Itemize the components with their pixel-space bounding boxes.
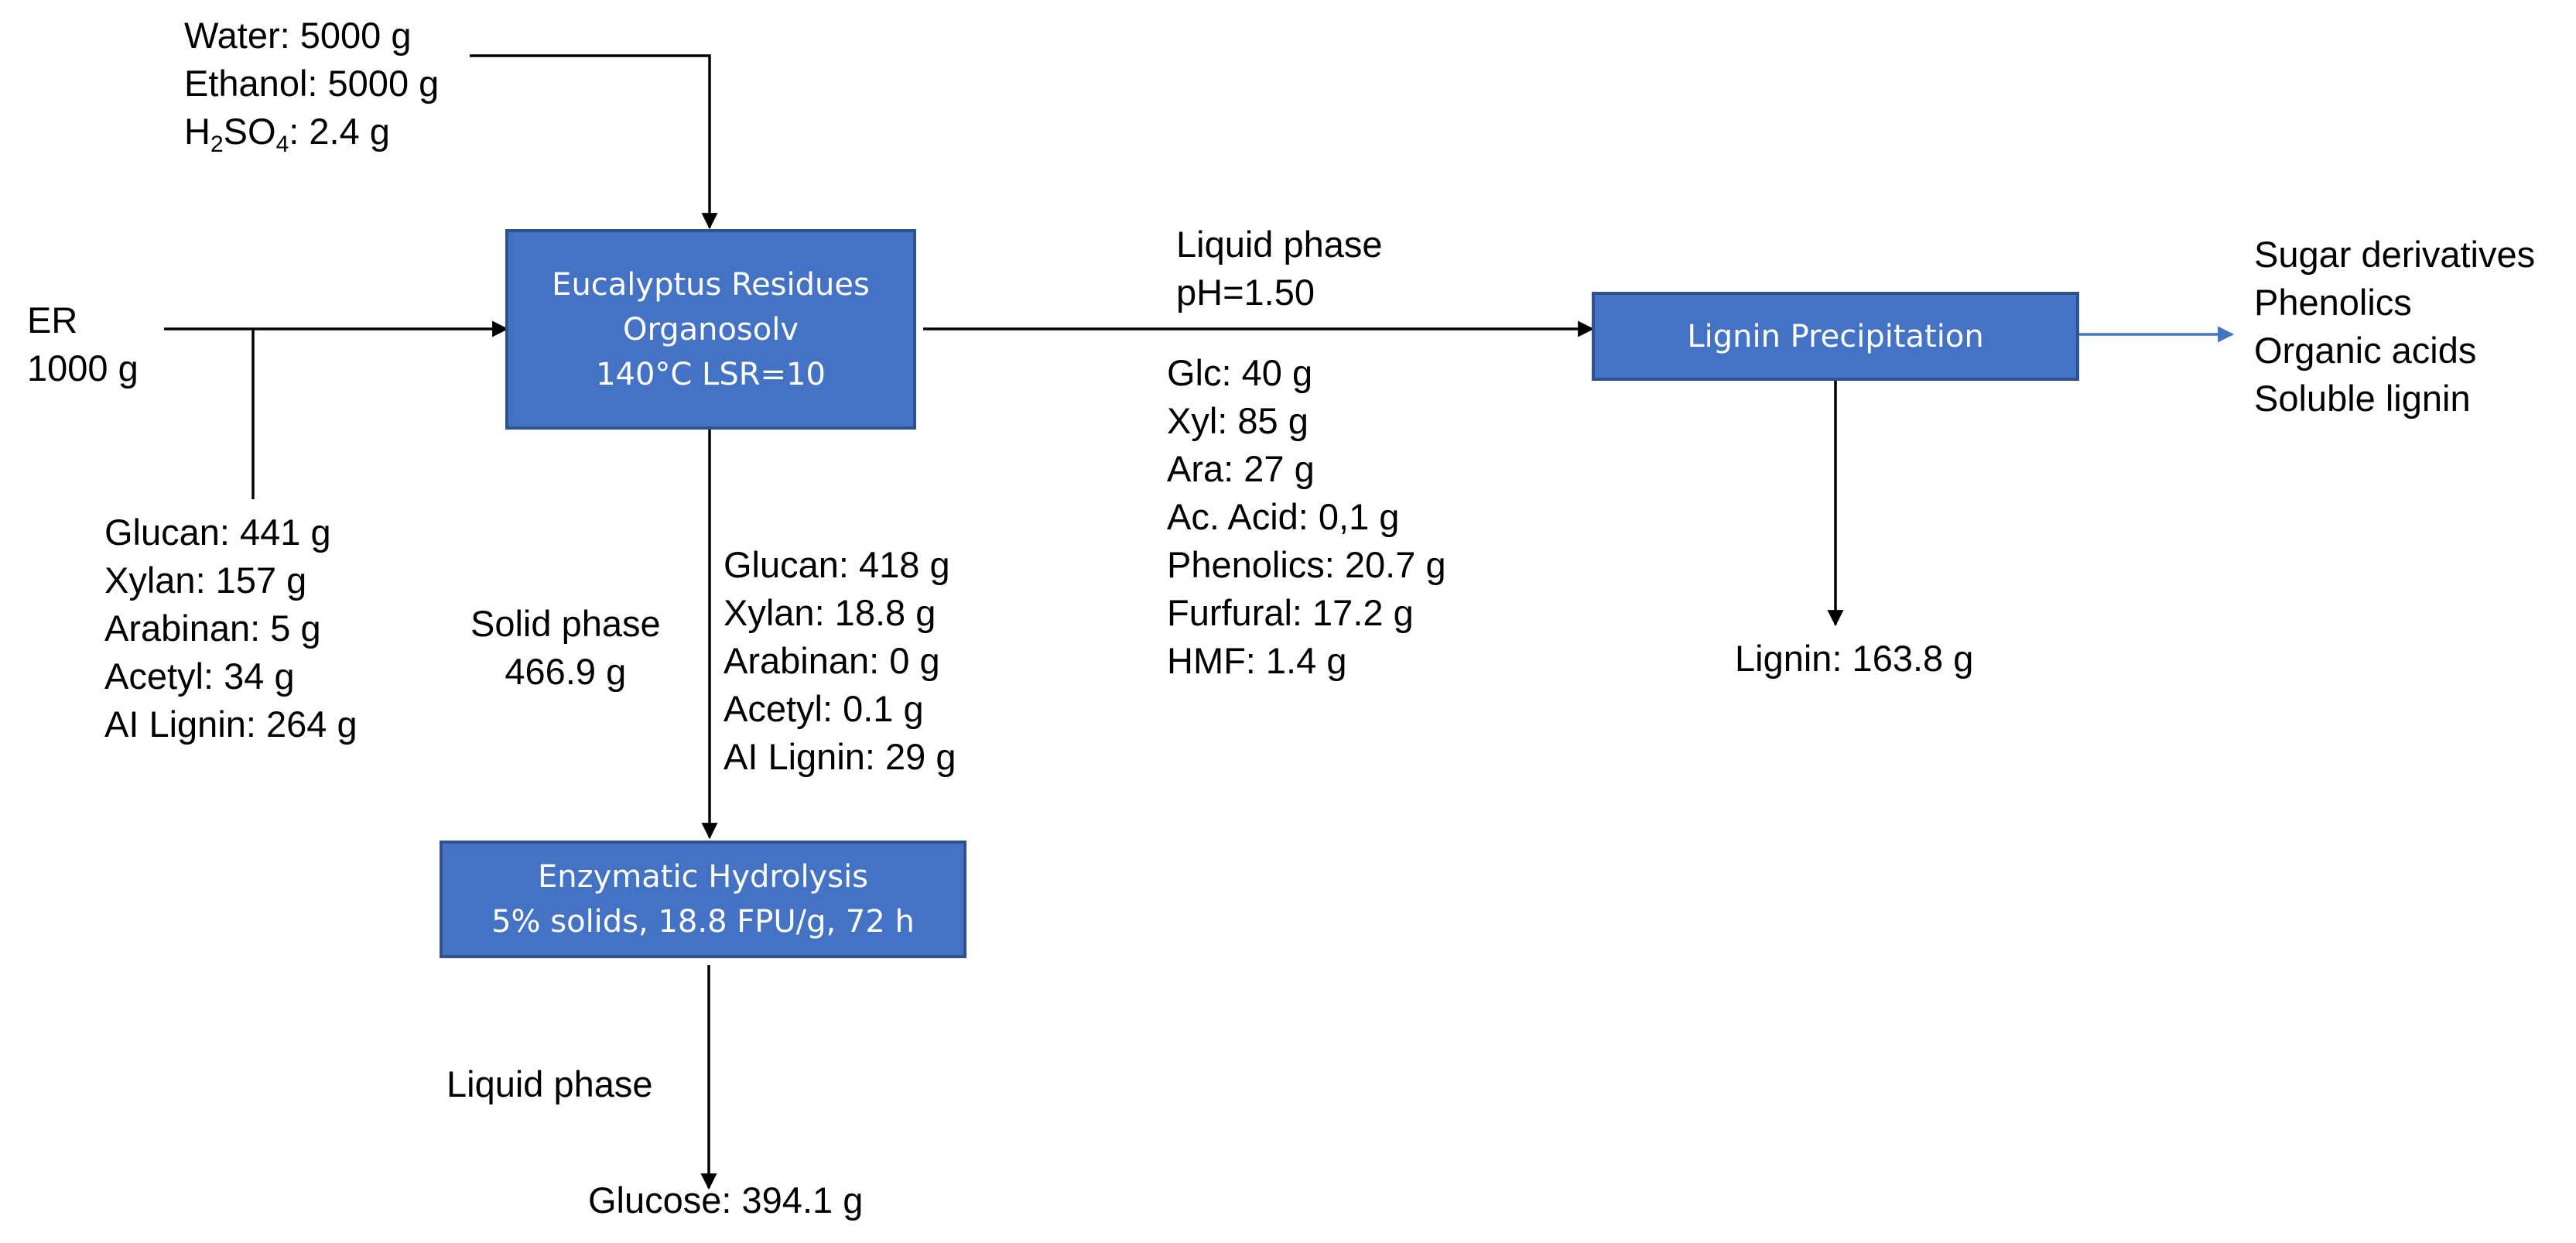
lignin-precipitation-box: Lignin Precipitation [1592, 292, 2079, 381]
enzymatic-hydrolysis-conditions: 5% solids, 18.8 FPU/g, 72 h [491, 904, 915, 940]
solid-composition-item: Arabinan: 0 g [724, 640, 940, 681]
feed-composition-item: AI Lignin: 264 g [104, 704, 357, 745]
solid-composition-item: Glucan: 418 g [724, 544, 950, 585]
liquid-phase-ph: pH=1.50 [1176, 272, 1315, 313]
enzymatic-hydrolysis-title: Enzymatic Hydrolysis [537, 859, 869, 895]
feed-composition: Glucan: 441 g Xylan: 157 g Arabinan: 5 g… [104, 508, 357, 748]
solid-composition-item: Xylan: 18.8 g [724, 592, 936, 633]
acid-input: H2SO4: 2.4 g [184, 111, 390, 157]
feed-composition-item: Acetyl: 34 g [104, 656, 295, 697]
liquid-composition-item: Furfural: 17.2 g [1167, 592, 1414, 633]
liquid-composition-item: Xyl: 85 g [1167, 400, 1309, 441]
product-item: Phenolics [2254, 282, 2412, 323]
organosolv-subtitle: Organosolv [622, 311, 799, 348]
liquid-composition-item: Ara: 27 g [1167, 448, 1315, 489]
liquid-phase-composition: Glc: 40 g Xyl: 85 g Ara: 27 g Ac. Acid: … [1167, 349, 1446, 685]
liquid-phase-label: Liquid phase pH=1.50 [1176, 221, 1383, 317]
liquid-composition-item: Ac. Acid: 0,1 g [1167, 496, 1400, 537]
lignin-output: Lignin: 163.8 g [1735, 638, 1974, 679]
liquid-phase-2-label: Liquid phase [446, 1063, 653, 1104]
feed-name: ER [27, 300, 78, 341]
glucose-output: Glucose: 394.1 g [588, 1180, 864, 1221]
product-item: Soluble lignin [2254, 378, 2471, 419]
solvent-inputs-label: Water: 5000 g Ethanol: 5000 g H2SO4: 2.4… [184, 12, 439, 156]
enzymatic-hydrolysis-box: Enzymatic Hydrolysis 5% solids, 18.8 FPU… [440, 841, 966, 958]
lignin-precipitation-title: Lignin Precipitation [1687, 318, 1984, 354]
feed-mass: 1000 g [27, 348, 139, 389]
organosolv-title: Eucalyptus Residues [552, 266, 870, 303]
product-item: Organic acids [2254, 330, 2477, 371]
feed-label: ER 1000 g [27, 296, 139, 392]
solid-composition-item: AI Lignin: 29 g [724, 736, 956, 777]
feed-composition-item: Xylan: 157 g [104, 560, 307, 601]
liquid-composition-item: Glc: 40 g [1167, 352, 1313, 393]
solid-phase-composition: Glucan: 418 g Xylan: 18.8 g Arabinan: 0 … [724, 541, 956, 781]
feed-composition-item: Arabinan: 5 g [104, 608, 321, 649]
solvent-input-arrow [470, 54, 718, 230]
solid-composition-item: Acetyl: 0.1 g [724, 688, 924, 729]
products-list: Sugar derivatives Phenolics Organic acid… [2254, 231, 2535, 423]
organosolv-conditions: 140°C LSR=10 [596, 356, 826, 392]
water-input: Water: 5000 g [184, 15, 412, 56]
liquid-phase-title: Liquid phase [1176, 224, 1383, 265]
solid-phase-mass: 466.9 g [505, 651, 627, 692]
solid-phase-label: Solid phase 466.9 g [470, 600, 661, 696]
product-item: Sugar derivatives [2254, 234, 2536, 275]
liquid-composition-item: HMF: 1.4 g [1167, 640, 1347, 681]
feed-composition-item: Glucan: 441 g [104, 512, 331, 553]
organosolv-process-box: Eucalyptus Residues Organosolv 140°C LSR… [505, 229, 916, 430]
ethanol-input: Ethanol: 5000 g [184, 63, 440, 104]
liquid-composition-item: Phenolics: 20.7 g [1167, 544, 1446, 585]
solid-phase-title: Solid phase [470, 603, 661, 644]
